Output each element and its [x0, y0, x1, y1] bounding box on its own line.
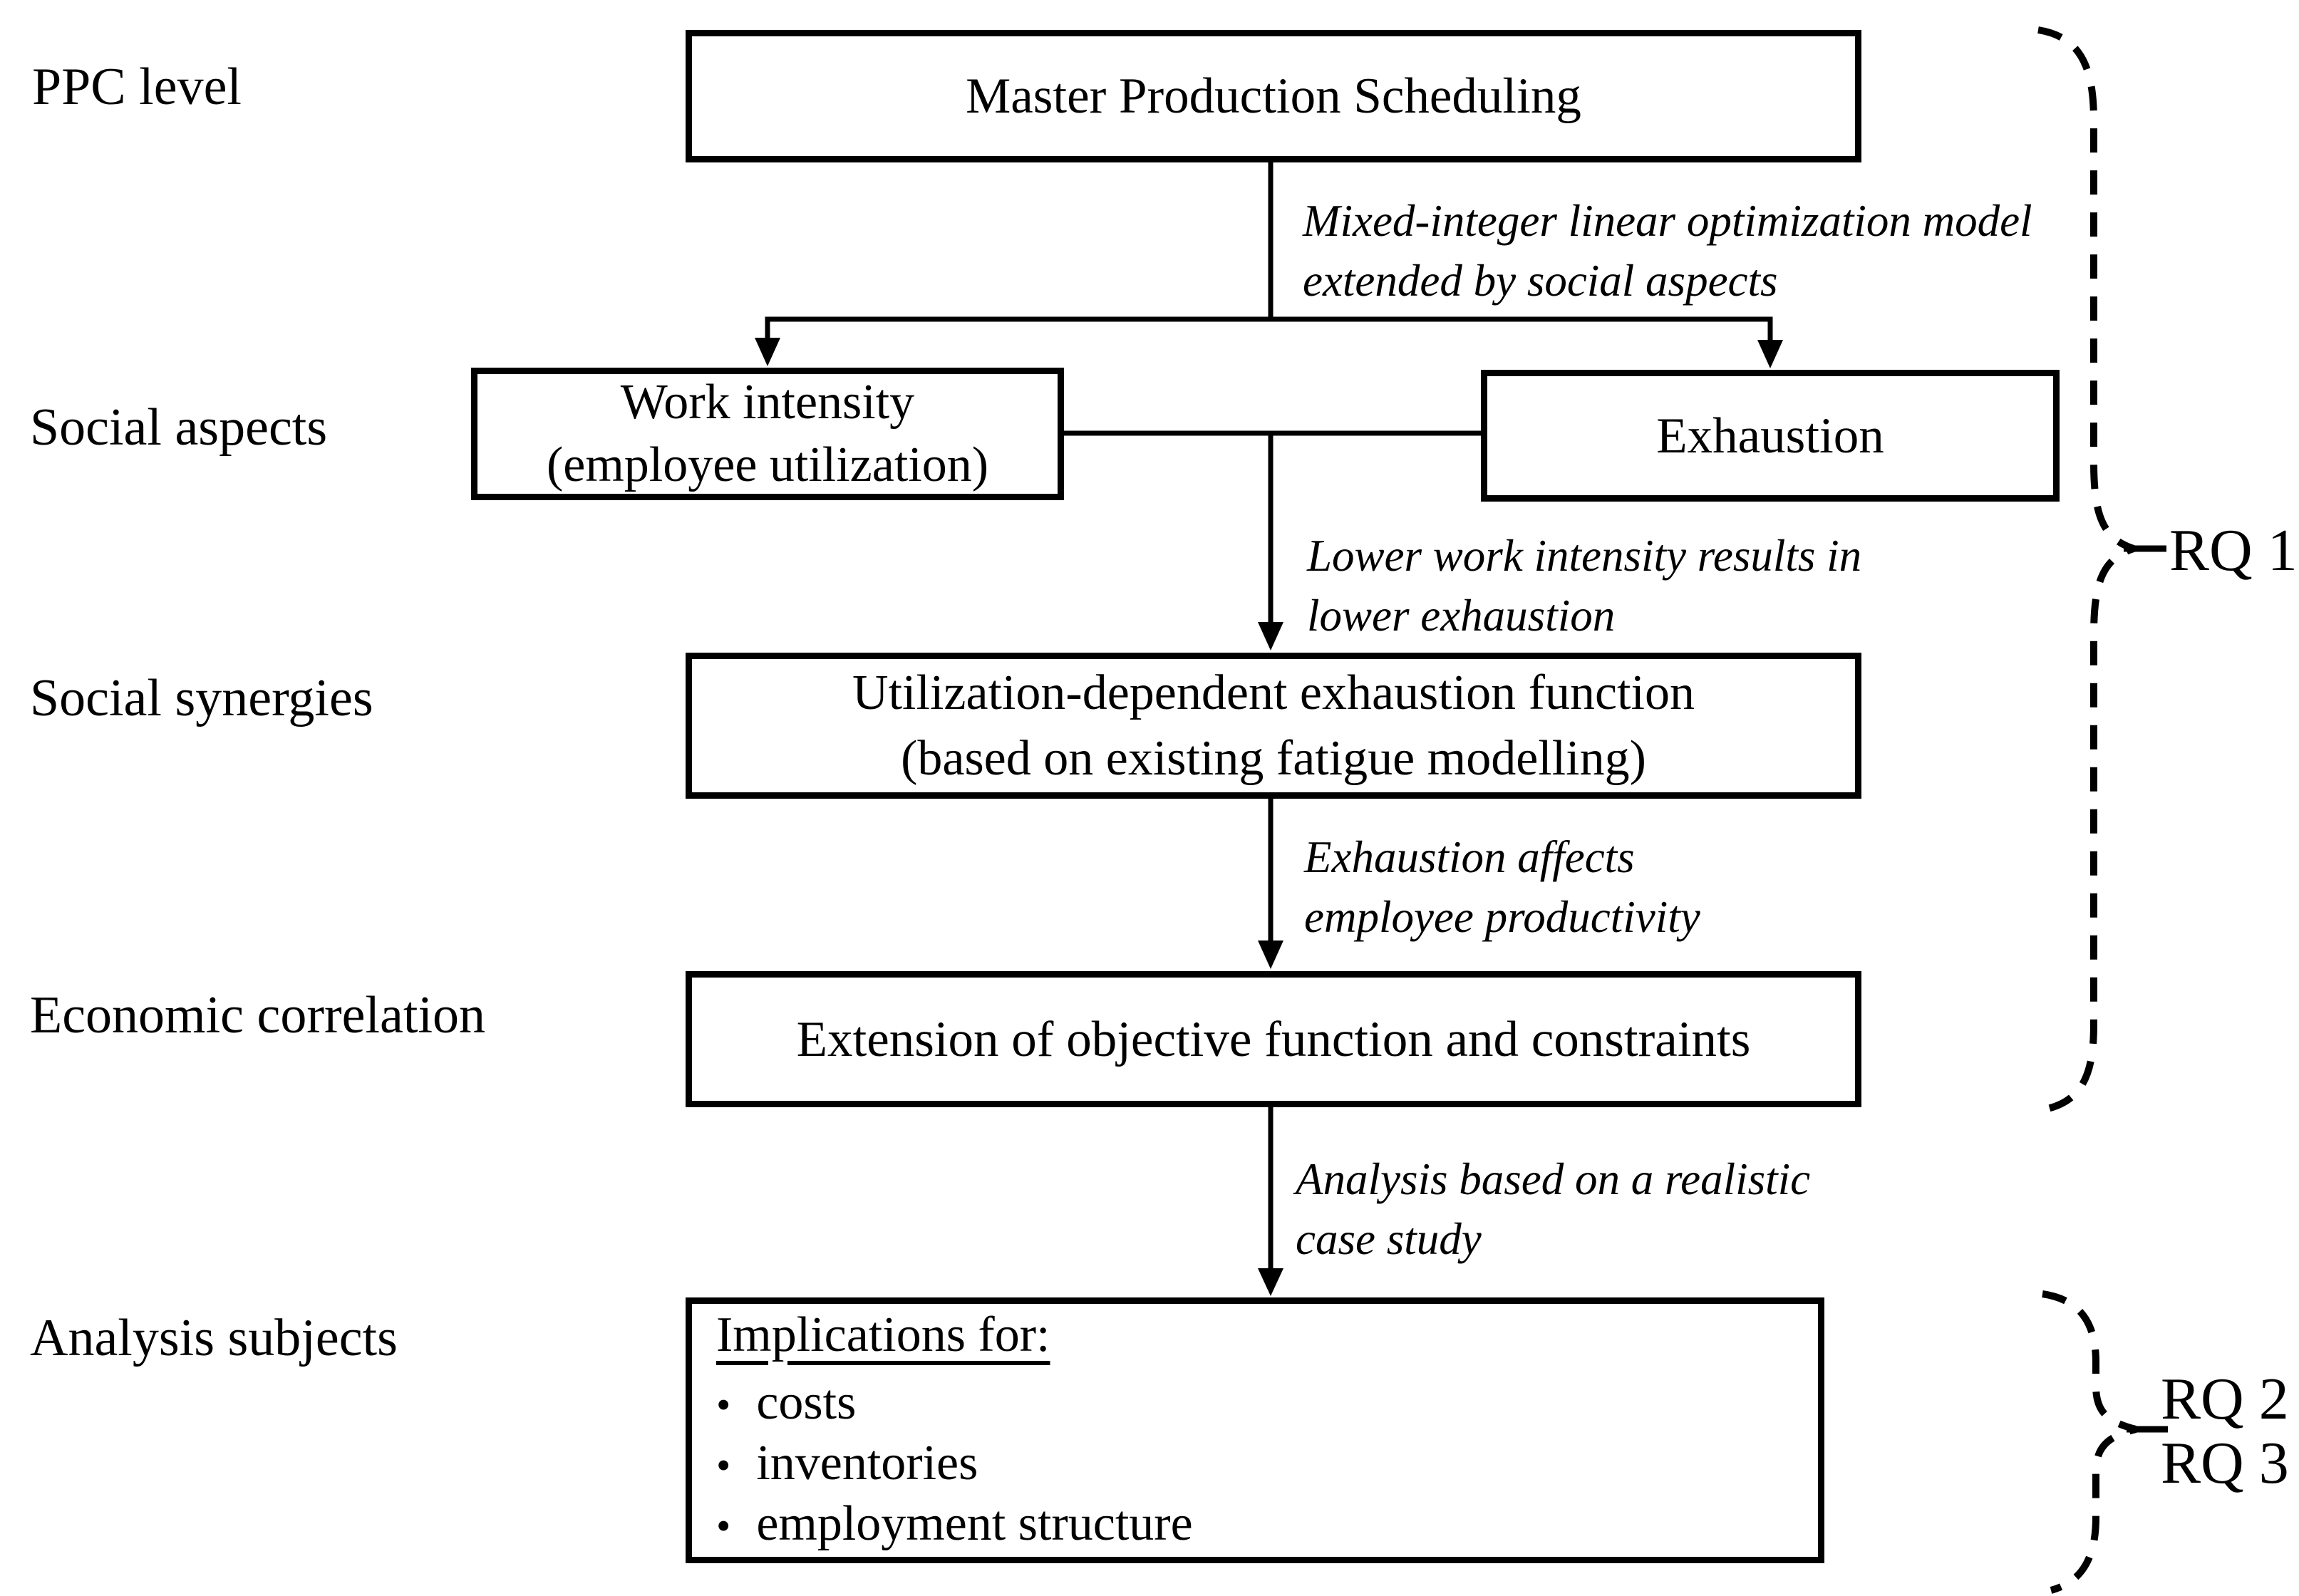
- implications-item-inventories-label: inventories: [756, 1436, 978, 1491]
- implications-item-employment-structure: • employment structure: [716, 1495, 1193, 1555]
- row-label-analysis-subjects: Analysis subjects: [30, 1309, 398, 1367]
- arrowhead-into-extension: [1258, 940, 1283, 969]
- edge-note-lower-work-intensity: Lower work intensity results in lower ex…: [1307, 531, 1862, 641]
- implications-item-costs-label: costs: [756, 1375, 857, 1430]
- box-utilization-exhaustion-function-label: Utilization-dependent exhaustion functio…: [852, 665, 1695, 786]
- edge-note-analysis-case-study: Analysis based on a realistic case study: [1296, 1154, 1811, 1264]
- box-work-intensity-label: Work intensity (employee utilization): [546, 375, 989, 492]
- box-exhaustion: Exhaustion: [1481, 370, 2060, 502]
- implications-item-employment-structure-label: employment structure: [756, 1496, 1193, 1551]
- box-extension-objective-function-label: Extension of objective function and cons…: [796, 1011, 1751, 1067]
- box-implications: Implications for: • costs • inventories …: [686, 1297, 1824, 1563]
- arrowhead-into-implications: [1258, 1268, 1283, 1296]
- box-master-production-scheduling-label: Master Production Scheduling: [966, 68, 1581, 124]
- rq1-brace: [2037, 26, 2146, 1114]
- edge-note-exhaustion-affects: Exhaustion affects employee productivity: [1304, 832, 1700, 942]
- edge-split-line: [765, 316, 1773, 344]
- arrowhead-into-utilization: [1258, 622, 1283, 651]
- edge-note-mixed-integer-model: Mixed-integer linear optimization model …: [1303, 196, 2032, 306]
- bullet-icon: •: [716, 1442, 731, 1488]
- rq23-brace: [2042, 1290, 2137, 1594]
- row-label-economic-correlation: Economic correlation: [30, 986, 486, 1045]
- bullet-icon: •: [716, 1382, 731, 1428]
- box-work-intensity: Work intensity (employee utilization): [471, 368, 1064, 500]
- box-exhaustion-label: Exhaustion: [1656, 408, 1884, 464]
- implications-item-costs: • costs: [716, 1374, 856, 1434]
- box-utilization-exhaustion-function: Utilization-dependent exhaustion functio…: [686, 653, 1861, 799]
- row-label-social-synergies: Social synergies: [30, 669, 373, 727]
- box-master-production-scheduling: Master Production Scheduling: [686, 30, 1861, 162]
- rq2-label: RQ 2: [2161, 1366, 2289, 1432]
- arrowhead-into-exhaustion: [1757, 340, 1783, 368]
- row-label-social-aspects: Social aspects: [30, 398, 328, 457]
- implications-title: Implications for:: [716, 1307, 1050, 1362]
- box-extension-objective-function: Extension of objective function and cons…: [686, 971, 1861, 1107]
- rq1-label: RQ 1: [2169, 517, 2298, 584]
- row-label-ppc-level: PPC level: [32, 58, 242, 116]
- arrowhead-into-work-intensity: [755, 338, 780, 366]
- bullet-icon: •: [716, 1503, 731, 1549]
- implications-item-inventories: • inventories: [716, 1434, 978, 1495]
- rq3-label: RQ 3: [2161, 1430, 2289, 1496]
